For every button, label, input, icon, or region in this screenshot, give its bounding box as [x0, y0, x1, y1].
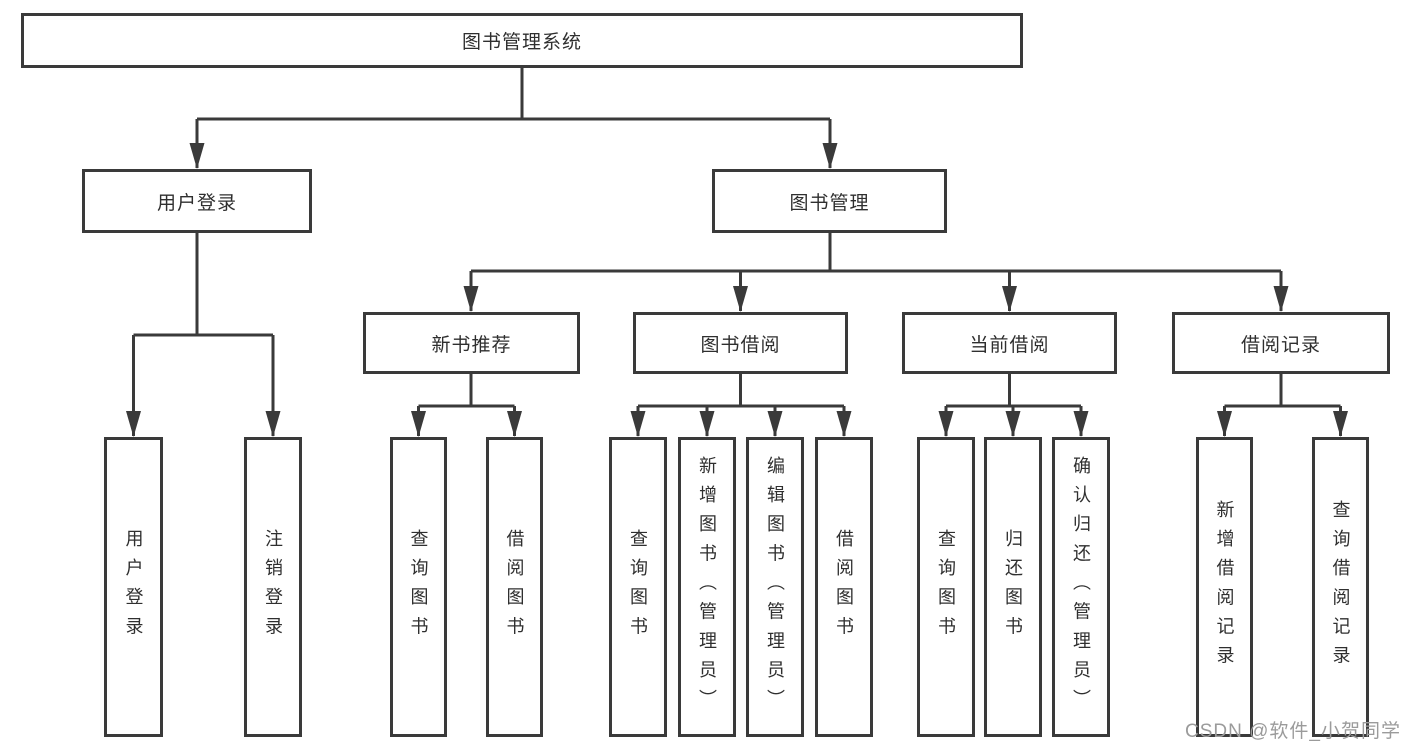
node-user-login-leaf: 用户登录 [104, 437, 163, 737]
node-library-system: 图书管理系统 [21, 13, 1023, 68]
connector-book-borrow-children [630, 372, 852, 437]
node-confirm-return-admin: 确认归还（管理员） [1052, 437, 1110, 737]
node-edit-book-admin: 编辑图书（管理员） [746, 437, 804, 737]
connector-root-to-level2 [189, 66, 838, 169]
node-query-books-recommend: 查询图书 [390, 437, 447, 737]
node-current-borrowing: 当前借阅 [902, 312, 1117, 374]
node-query-books-current: 查询图书 [917, 437, 975, 737]
node-query-books-recommend-label: 查询图书 [408, 528, 429, 646]
node-borrow-books-leaf-label: 借阅图书 [834, 528, 854, 646]
node-logout-leaf-label: 注销登录 [263, 528, 283, 646]
node-return-book-label: 归还图书 [1003, 528, 1023, 646]
node-query-borrow-record-label: 查询借阅记录 [1330, 499, 1351, 675]
node-new-book-recommend-label: 新书推荐 [431, 334, 512, 356]
node-query-borrow-record: 查询借阅记录 [1312, 437, 1369, 737]
node-book-management-label: 图书管理 [789, 192, 870, 214]
connector-borrow-records-children [1217, 372, 1348, 437]
connector-user-login-children [126, 231, 281, 437]
node-book-borrowing-label: 图书借阅 [700, 334, 781, 356]
node-library-system-label: 图书管理系统 [461, 32, 582, 53]
node-add-book-admin-label: 新增图书（管理员） [697, 455, 717, 719]
node-borrowing-records-label: 借阅记录 [1240, 334, 1321, 356]
node-borrow-books-leaf: 借阅图书 [815, 437, 873, 737]
node-query-books-borrowing: 查询图书 [609, 437, 667, 737]
node-add-book-admin: 新增图书（管理员） [678, 437, 736, 737]
node-query-books-current-label: 查询图书 [936, 528, 956, 646]
node-borrowing-records: 借阅记录 [1172, 312, 1390, 374]
node-user-login-label: 用户登录 [156, 192, 237, 214]
node-current-borrowing-label: 当前借阅 [969, 334, 1050, 356]
node-borrow-books-recommend-label: 借阅图书 [504, 528, 525, 646]
node-logout-leaf: 注销登录 [244, 437, 302, 737]
node-add-borrow-record-label: 新增借阅记录 [1214, 499, 1235, 675]
watermark-text: CSDN @软件_小贺同学 [1185, 721, 1401, 742]
node-confirm-return-admin-label: 确认归还（管理员） [1071, 455, 1091, 719]
node-query-books-borrowing-label: 查询图书 [628, 528, 648, 646]
node-return-book: 归还图书 [984, 437, 1042, 737]
node-new-book-recommend: 新书推荐 [363, 312, 580, 374]
connector-current-borrow-children [938, 372, 1089, 437]
node-book-borrowing: 图书借阅 [633, 312, 848, 374]
connector-new-book-children [411, 372, 522, 437]
node-add-borrow-record: 新增借阅记录 [1196, 437, 1253, 737]
node-user-login-leaf-label: 用户登录 [123, 528, 144, 646]
node-book-management: 图书管理 [712, 169, 947, 233]
connector-book-mgmt-children [463, 231, 1289, 312]
node-edit-book-admin-label: 编辑图书（管理员） [765, 455, 785, 719]
node-borrow-books-recommend: 借阅图书 [486, 437, 543, 737]
node-user-login: 用户登录 [82, 169, 312, 233]
